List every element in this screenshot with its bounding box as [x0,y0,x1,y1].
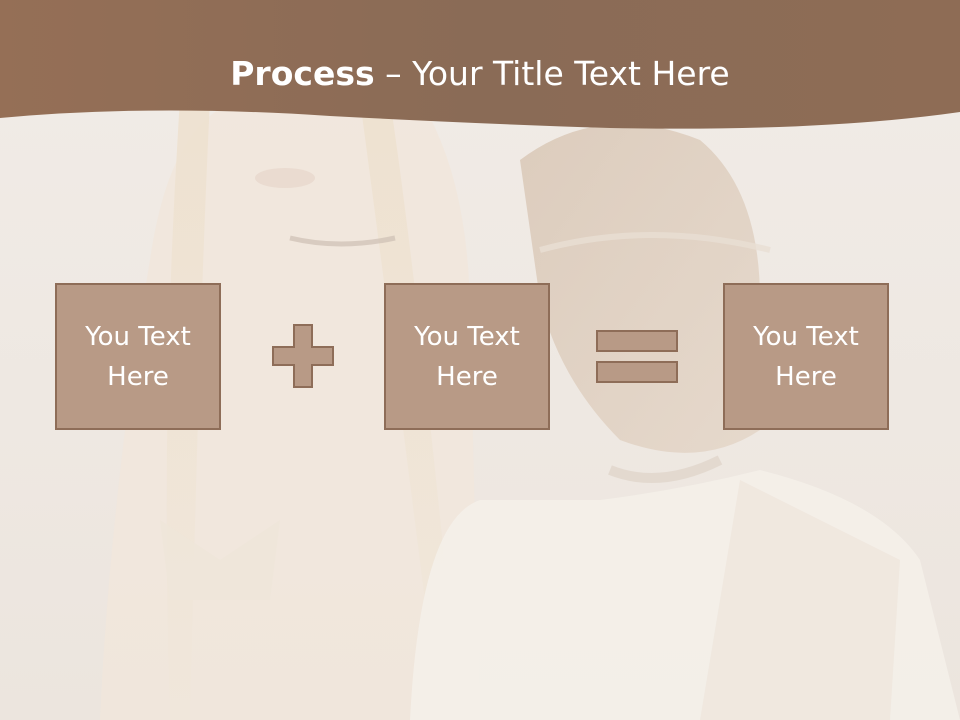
title-rest: – Your Title Text Here [374,54,730,93]
title-bold: Process [230,54,375,93]
header-banner [0,0,960,129]
process-box-1[interactable]: You Text Here [55,283,221,430]
process-box-2-text: You Text Here [414,321,520,392]
process-box-2[interactable]: You Text Here [384,283,550,430]
equals-icon [596,330,678,383]
plus-icon [272,324,334,388]
process-box-1-text: You Text Here [85,321,191,392]
page-title: Process – Your Title Text Here [0,52,960,96]
process-box-3-text: You Text Here [753,321,859,392]
process-box-3[interactable]: You Text Here [723,283,889,430]
